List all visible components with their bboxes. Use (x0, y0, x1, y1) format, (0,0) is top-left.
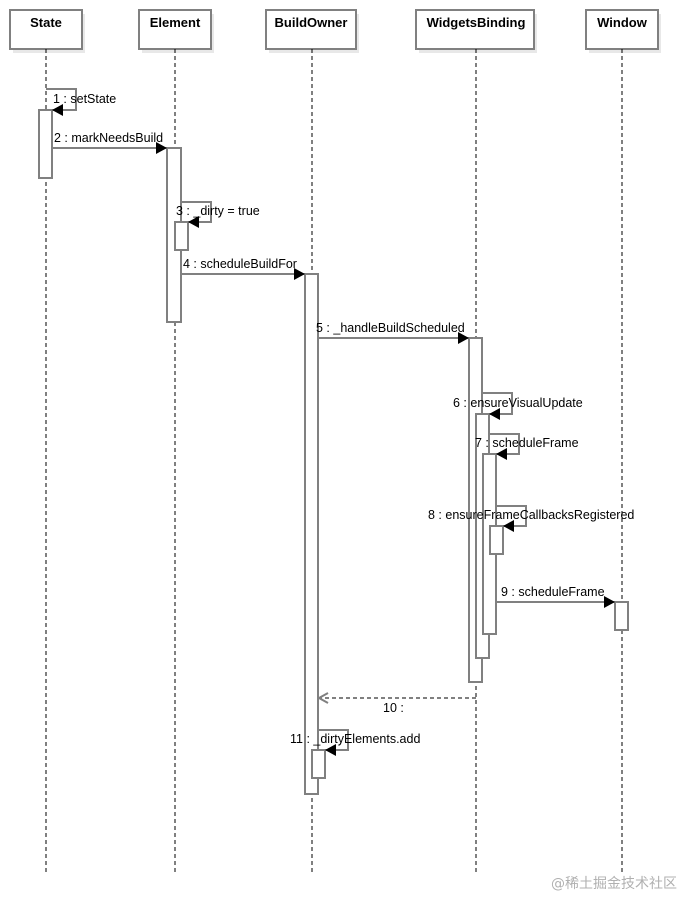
participant-buildowner: BuildOwner (265, 9, 359, 53)
activation-buildowner (304, 273, 319, 795)
watermark: @稀土掘金技术社区 (551, 876, 677, 892)
participant-label: State (30, 15, 62, 30)
arrowhead-icon (325, 744, 336, 756)
message-label: 10 : (383, 701, 404, 715)
message-label: 8 : ensureFrameCallbacksRegistered (428, 508, 634, 522)
message-label: 7 : scheduleFrame (475, 436, 579, 450)
message-10: 10 : (316, 692, 476, 715)
activation-state (38, 109, 53, 179)
message-1: 1 : setState (46, 88, 116, 116)
participant-label: BuildOwner (275, 15, 348, 30)
message-label: 9 : scheduleFrame (501, 585, 605, 599)
arrowhead-icon (496, 448, 507, 460)
message-label: 11 : _dirtyElements.add (290, 732, 420, 746)
message-9: 9 : scheduleFrame (496, 585, 615, 608)
participant-label: Element (150, 15, 201, 30)
arrowhead-icon (458, 332, 469, 344)
message-3: 3 : _dirty = true (176, 201, 260, 228)
arrowhead-icon (604, 596, 615, 608)
activation-ensure-frame-callbacks (489, 525, 504, 555)
participant-widgetsbinding: WidgetsBinding (415, 9, 537, 53)
activation-window (614, 601, 629, 631)
message-label: 1 : setState (53, 92, 116, 106)
arrowhead-icon (188, 216, 199, 228)
participant-label: Window (597, 15, 648, 30)
arrowhead-icon (503, 520, 514, 532)
arrowhead-icon (294, 268, 305, 280)
participant-window: Window (585, 9, 661, 53)
activation-dirty-elements-add (311, 749, 326, 779)
message-5: 5 : _handleBuildScheduled (316, 321, 469, 344)
message-2: 2 : markNeedsBuild (52, 131, 167, 154)
message-6: 6 : ensureVisualUpdate (453, 392, 583, 420)
activation-element-dirty (174, 221, 189, 251)
arrowhead-icon (52, 104, 63, 116)
message-label: 6 : ensureVisualUpdate (453, 396, 583, 410)
message-7: 7 : scheduleFrame (475, 433, 579, 460)
participant-label: WidgetsBinding (427, 15, 526, 30)
message-11: 11 : _dirtyElements.add (290, 729, 420, 756)
message-label: 5 : _handleBuildScheduled (316, 321, 465, 335)
arrowhead-icon (156, 142, 167, 154)
message-label: 2 : markNeedsBuild (54, 131, 163, 145)
open-arrowhead-icon (316, 692, 329, 704)
participant-state: State (9, 9, 85, 53)
message-label: 4 : scheduleBuildFor (183, 257, 297, 271)
message-label: 3 : _dirty = true (176, 204, 260, 218)
arrowhead-icon (489, 408, 500, 420)
participant-element: Element (138, 9, 214, 53)
message-4: 4 : scheduleBuildFor (181, 257, 305, 280)
message-8: 8 : ensureFrameCallbacksRegistered (428, 505, 634, 532)
